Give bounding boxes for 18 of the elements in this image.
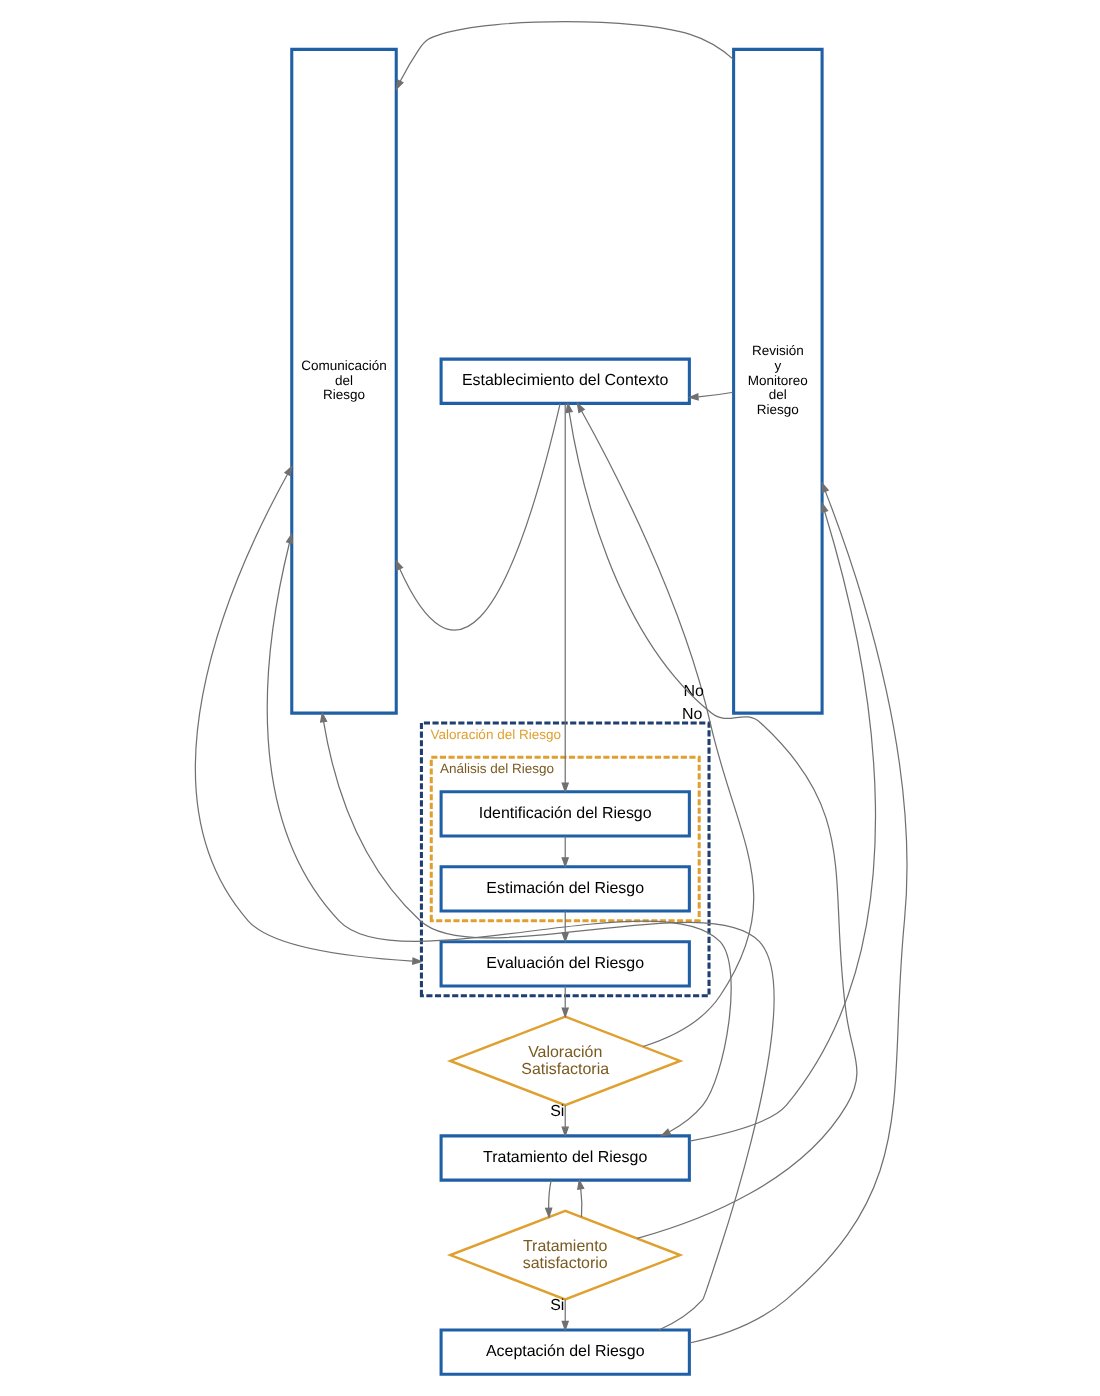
arrow <box>688 501 876 1142</box>
arrow <box>560 910 569 944</box>
arrow <box>575 401 754 1048</box>
arrow <box>560 1299 569 1332</box>
arrow <box>576 1178 584 1218</box>
arrow <box>543 1179 552 1219</box>
arrow <box>687 481 907 1344</box>
arrow <box>560 985 569 1019</box>
arrow <box>560 835 569 869</box>
arrow <box>686 391 733 401</box>
arrow <box>394 21 734 91</box>
arrow <box>394 402 560 631</box>
arrow <box>560 1104 569 1138</box>
arrow <box>265 532 731 1137</box>
arrow <box>193 464 423 965</box>
arrow <box>564 401 857 1240</box>
arrow <box>318 711 774 1331</box>
arrow <box>560 403 569 794</box>
